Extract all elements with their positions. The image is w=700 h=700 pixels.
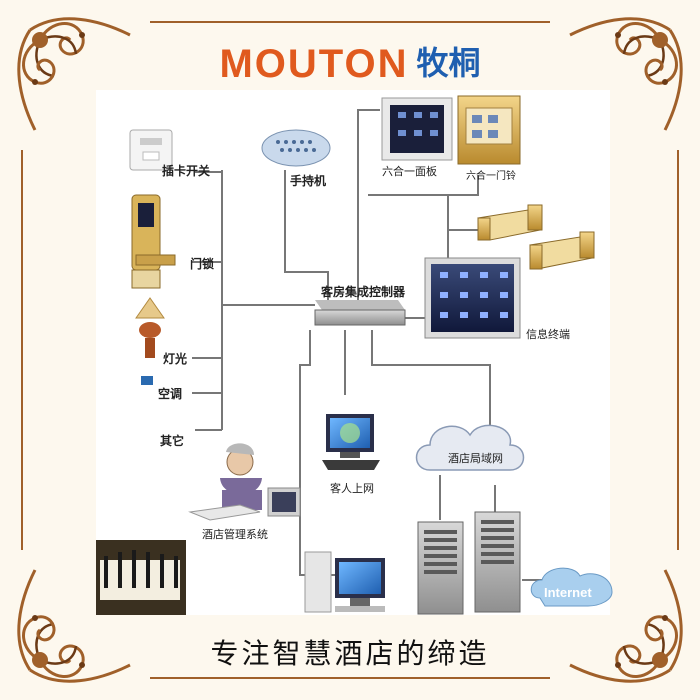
label-controller: 客房集成控制器	[321, 285, 406, 299]
label-hotel-lan: 酒店局域网	[448, 452, 503, 465]
hotel-manager-figure	[188, 443, 301, 521]
lamp-icon	[135, 297, 165, 358]
restaurant-photo	[96, 540, 186, 615]
door-lock-icon	[131, 194, 176, 289]
brand-name-en: MOUTON	[219, 42, 409, 86]
lan-cloud-icon	[415, 424, 525, 471]
label-internet: Internet	[544, 585, 592, 600]
label-hotel-mgmt: 酒店管理系统	[202, 528, 268, 541]
guest-computer-icon	[322, 414, 380, 470]
diagram-panel	[96, 90, 610, 615]
label-guest-internet: 客人上网	[330, 482, 374, 495]
label-ac: 空调	[158, 387, 183, 401]
room-controller-device	[314, 300, 406, 326]
label-other: 其它	[160, 434, 185, 448]
corner-ornament-bottom-right	[569, 569, 683, 683]
info-terminal-icon	[424, 257, 521, 339]
doorbell-panel-icon	[457, 95, 521, 165]
handheld-icon	[261, 129, 331, 167]
control-panel-icon	[381, 97, 453, 161]
connection-lines	[192, 109, 545, 581]
corner-ornament-top-right	[569, 17, 683, 131]
brand-name-cn: 牧桐	[416, 44, 481, 82]
label-info-terminal: 信息终端	[526, 328, 570, 341]
hotel-bed-icon	[477, 204, 595, 270]
label-panel: 六合一面板	[382, 165, 437, 178]
corner-ornament-bottom-left	[17, 569, 131, 683]
office-computer-icon	[304, 551, 385, 613]
card-switch-icon	[129, 129, 173, 171]
label-light: 灯光	[163, 352, 188, 366]
ornamental-border	[21, 21, 679, 679]
label-card-switch: 插卡开关	[162, 164, 211, 178]
ac-icon	[141, 376, 153, 385]
label-doorbell: 六合一门铃	[466, 171, 516, 182]
label-handheld: 手持机	[290, 174, 327, 188]
label-door-lock: 门锁	[190, 257, 215, 271]
server-rack-icon	[417, 511, 521, 615]
internet-cloud-icon	[530, 567, 613, 607]
slogan-text: 专注智慧酒店的缔造	[210, 637, 490, 670]
corner-ornament-top-left	[17, 17, 131, 131]
